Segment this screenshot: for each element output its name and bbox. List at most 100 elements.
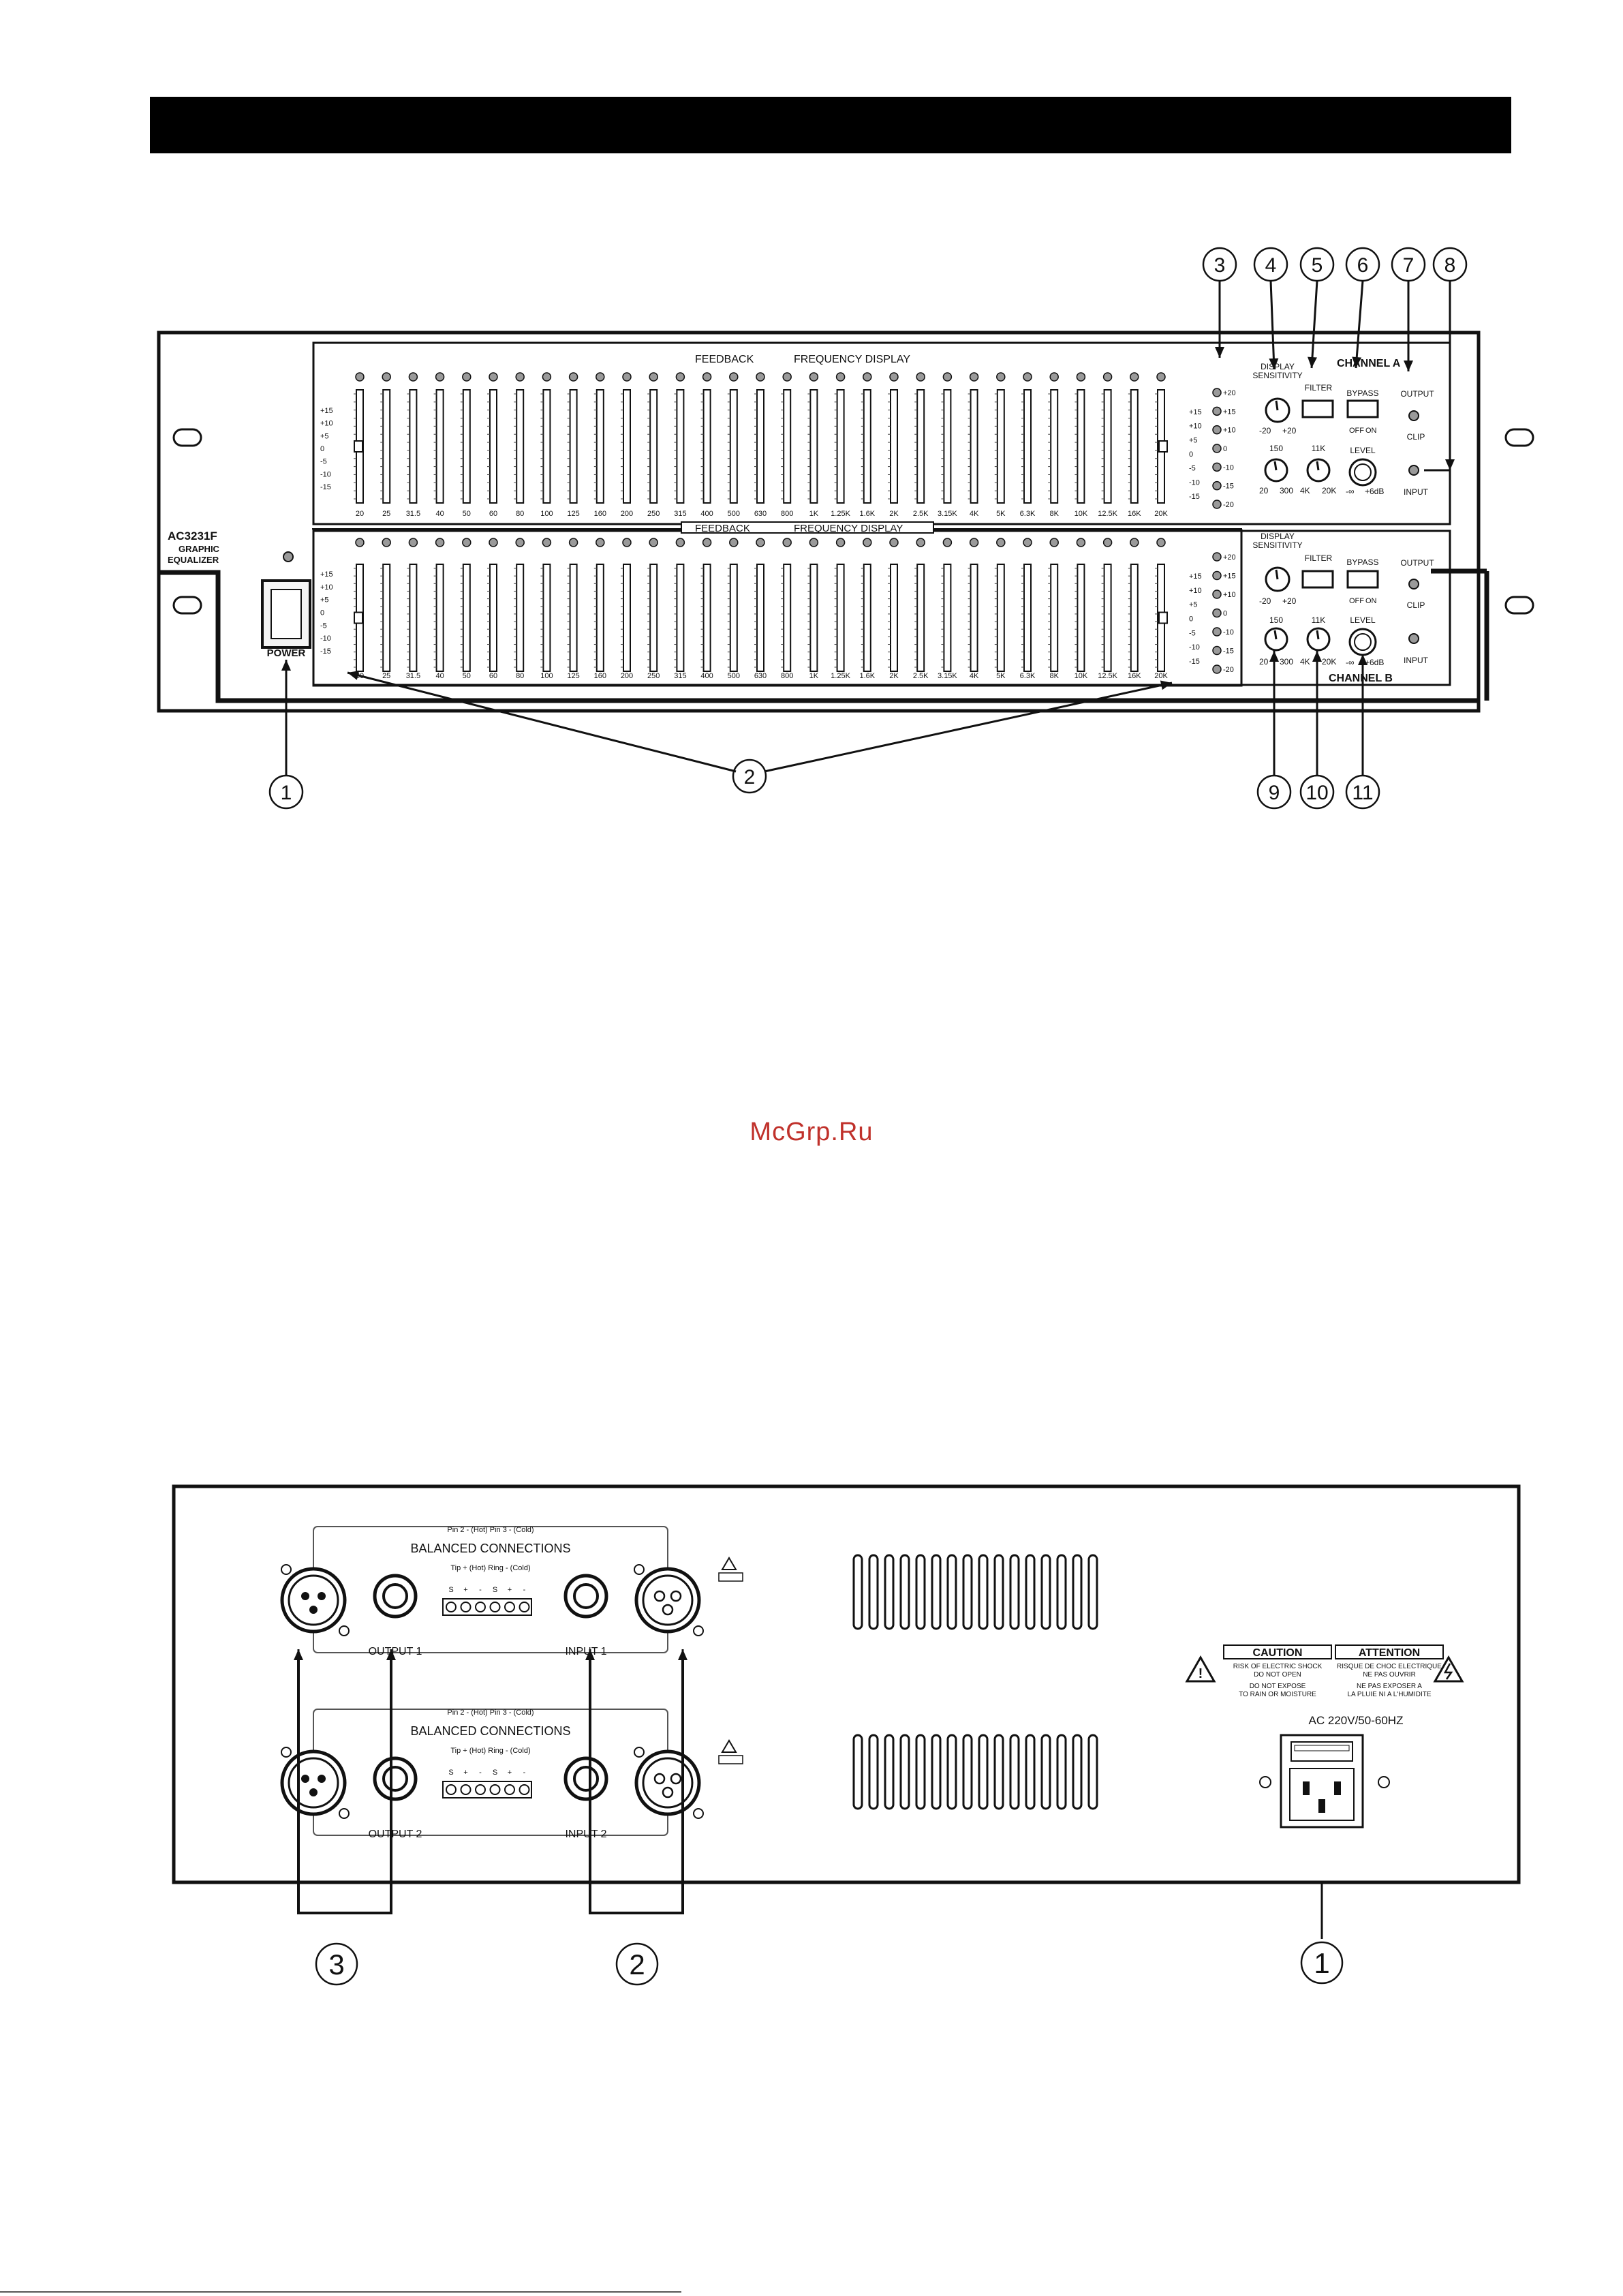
svg-text:LEVEL: LEVEL xyxy=(1350,615,1376,625)
eq-fader-slot[interactable] xyxy=(1077,564,1085,672)
scale-label: 0 xyxy=(320,609,324,617)
feedback-led xyxy=(1156,538,1166,547)
eq-fader-slot[interactable] xyxy=(569,389,578,504)
fader-knob[interactable] xyxy=(354,611,363,624)
screw-icon xyxy=(1378,1776,1390,1788)
model-sub-1: GRAPHIC xyxy=(179,544,220,554)
bypass-button-a[interactable] xyxy=(1346,399,1379,418)
scale-label: -15 xyxy=(320,483,331,491)
eq-fader-slot[interactable] xyxy=(756,564,764,672)
feedback-led xyxy=(969,538,979,547)
eq-fader-slot[interactable] xyxy=(1050,389,1059,504)
eq-fader-slot[interactable] xyxy=(1023,389,1032,504)
frequency-label: 40 xyxy=(435,510,444,518)
eq-fader-slot[interactable] xyxy=(569,564,578,672)
scale-label: +10 xyxy=(320,583,333,592)
terminal-block[interactable] xyxy=(442,1598,532,1616)
eq-fader-slot[interactable] xyxy=(462,564,471,672)
vent-slot xyxy=(962,1734,973,1810)
fader-knob[interactable] xyxy=(1158,440,1168,453)
eq-fader-slot[interactable] xyxy=(649,389,658,504)
terminal-label: S xyxy=(493,1769,497,1777)
eq-fader-slot[interactable] xyxy=(836,564,845,672)
feedback-led xyxy=(1023,372,1032,382)
scale-label: -5 xyxy=(1189,465,1196,473)
eq-fader-slot[interactable] xyxy=(409,389,418,504)
eq-fader-slot[interactable] xyxy=(435,389,444,504)
eq-fader-slot[interactable] xyxy=(676,564,685,672)
eq-fader-slot[interactable] xyxy=(489,389,497,504)
eq-fader-slot[interactable] xyxy=(996,389,1005,504)
eq-fader-slot[interactable] xyxy=(809,564,818,672)
frequency-label: 315 xyxy=(674,672,686,680)
eq-fader-slot[interactable] xyxy=(783,564,792,672)
eq-fader-slot[interactable] xyxy=(1077,389,1085,504)
eq-fader-slot[interactable] xyxy=(1050,564,1059,672)
feedback-led xyxy=(542,372,552,382)
eq-fader-slot[interactable] xyxy=(890,564,898,672)
eq-fader-slot[interactable] xyxy=(623,564,631,672)
eq-fader-slot[interactable] xyxy=(623,389,631,504)
eq-fader-slot[interactable] xyxy=(890,389,898,504)
eq-fader-slot[interactable] xyxy=(382,564,391,672)
eq-fader-slot[interactable] xyxy=(916,564,925,672)
eq-fader-slot[interactable] xyxy=(1023,564,1032,672)
eq-fader-slot[interactable] xyxy=(863,389,871,504)
eq-fader-slot[interactable] xyxy=(943,389,952,504)
screw-icon xyxy=(281,1747,292,1758)
filter-button-a[interactable] xyxy=(1301,399,1334,418)
eq-fader-slot[interactable] xyxy=(676,389,685,504)
watermark: McGrp.Ru xyxy=(749,1118,874,1146)
eq-fader-slot[interactable] xyxy=(462,389,471,504)
eq-fader-slot[interactable] xyxy=(702,564,711,672)
fader-knob[interactable] xyxy=(1158,611,1168,624)
eq-fader-slot[interactable] xyxy=(1103,564,1112,672)
frequency-label: 20K xyxy=(1154,672,1168,680)
leader-line xyxy=(347,671,737,773)
eq-fader-slot[interactable] xyxy=(435,564,444,672)
eq-fader-slot[interactable] xyxy=(542,564,551,672)
eq-fader-slot[interactable] xyxy=(596,564,604,672)
eq-fader-slot[interactable] xyxy=(836,389,845,504)
eq-fader-slot[interactable] xyxy=(1130,389,1139,504)
frequency-label: 1.25K xyxy=(831,672,850,680)
eq-fader-slot[interactable] xyxy=(756,389,764,504)
feedback-led xyxy=(889,538,899,547)
eq-fader-slot[interactable] xyxy=(596,389,604,504)
power-switch-rocker[interactable] xyxy=(270,589,302,639)
eq-fader-slot[interactable] xyxy=(649,564,658,672)
eq-fader-slot[interactable] xyxy=(996,564,1005,672)
eq-fader-slot[interactable] xyxy=(382,389,391,504)
eq-fader-slot[interactable] xyxy=(1130,564,1139,672)
rear-panel: Pin 2 - (Hot) Pin 3 - (Cold)BALANCED CON… xyxy=(172,1484,1521,1986)
eq-fader-slot[interactable] xyxy=(1103,389,1112,504)
bypass-label-a: BYPASS xyxy=(1346,388,1378,398)
eq-fader-slot[interactable] xyxy=(809,389,818,504)
bypass-button-b[interactable] xyxy=(1346,570,1379,589)
screw-icon xyxy=(281,1564,292,1575)
eq-fader-slot[interactable] xyxy=(489,564,497,672)
filter-button-b[interactable] xyxy=(1301,570,1334,589)
eq-fader-slot[interactable] xyxy=(783,389,792,504)
terminal-block[interactable] xyxy=(442,1781,532,1798)
eq-fader-slot[interactable] xyxy=(729,564,738,672)
eq-fader-slot[interactable] xyxy=(516,389,525,504)
eq-fader-slot[interactable] xyxy=(970,389,978,504)
eq-fader-slot[interactable] xyxy=(702,389,711,504)
eq-fader-slot[interactable] xyxy=(729,389,738,504)
rear-io-block-2: Pin 2 - (Hot) Pin 3 - (Cold)BALANCED CON… xyxy=(280,1709,743,1840)
eq-fader-slot[interactable] xyxy=(542,389,551,504)
fader-knob[interactable] xyxy=(354,440,363,453)
screw-icon xyxy=(339,1808,350,1819)
footer-rule xyxy=(0,2291,681,2293)
eq-fader-slot[interactable] xyxy=(409,564,418,672)
eq-fader-slot[interactable] xyxy=(516,564,525,672)
fuse-holder[interactable] xyxy=(1290,1741,1353,1762)
eq-fader-slot[interactable] xyxy=(916,389,925,504)
eq-fader-slot[interactable] xyxy=(863,564,871,672)
eq-fader-slot[interactable] xyxy=(970,564,978,672)
eq-fader-slot[interactable] xyxy=(943,564,952,672)
svg-text:20K: 20K xyxy=(1322,486,1336,495)
channel-b-fader-box xyxy=(312,529,1243,687)
meter-scale-label: -10 xyxy=(1223,628,1234,637)
